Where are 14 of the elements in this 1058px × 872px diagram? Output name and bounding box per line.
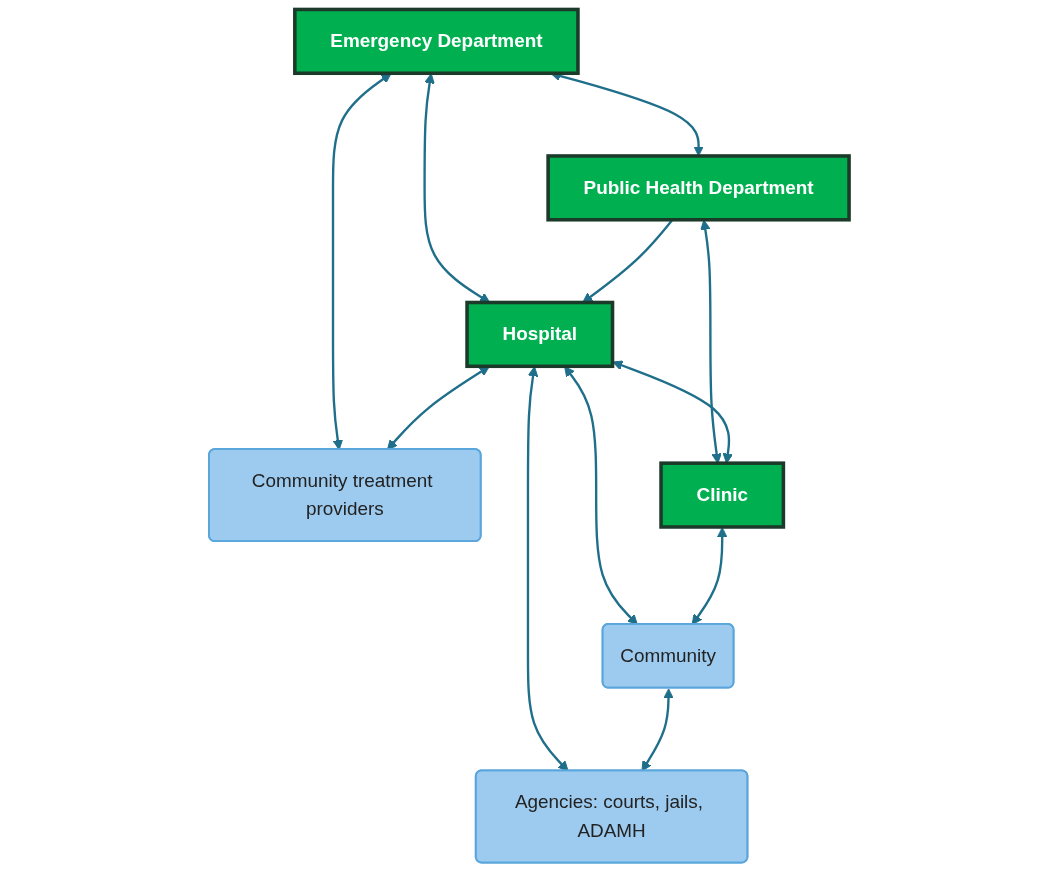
arrow: [700, 219, 722, 464]
arrow: [423, 73, 491, 303]
node-box: Emergency Department: [293, 7, 580, 76]
node-box: Public Health Department: [546, 154, 851, 222]
arrow: [387, 366, 490, 451]
arrow: [612, 360, 733, 464]
node-box: Hospital: [465, 300, 615, 369]
arrow: [331, 73, 392, 451]
arrow: [582, 219, 674, 303]
arrow: [526, 366, 569, 772]
arrow: [641, 688, 674, 772]
node-box: Clinic: [659, 461, 786, 529]
arrow: [564, 366, 638, 625]
arrow: [691, 527, 728, 625]
